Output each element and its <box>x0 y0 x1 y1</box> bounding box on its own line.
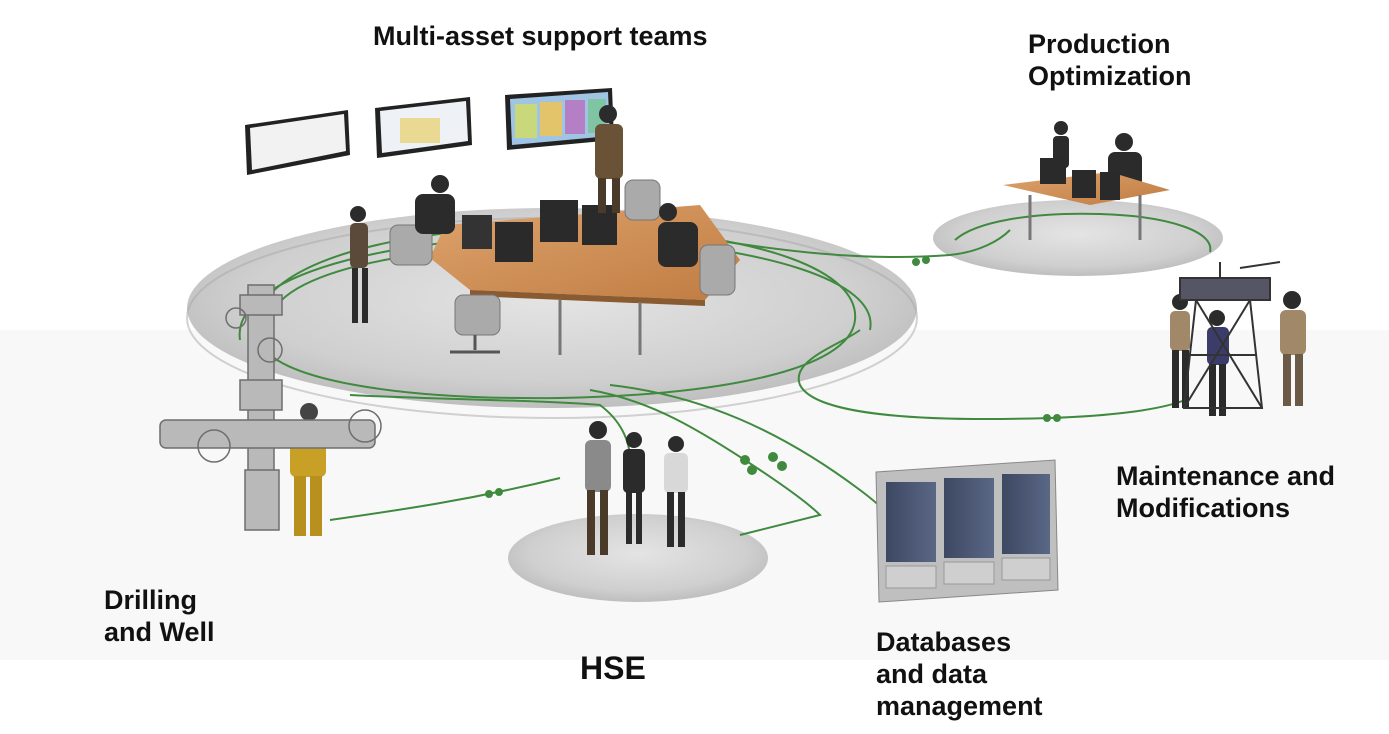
label-line: HSE <box>580 650 646 686</box>
label-line: Maintenance and <box>1116 461 1336 491</box>
production-platform <box>933 200 1223 276</box>
label-line: Drilling <box>104 585 197 615</box>
label-drilling-and-well: Drilling and Well <box>104 584 215 648</box>
rig-tower-icon <box>1179 261 1281 409</box>
label-line: Production <box>1028 29 1171 59</box>
label-line: management <box>876 691 1043 721</box>
label-line: and Well <box>104 617 215 647</box>
label-multi-asset-support-teams: Multi-asset support teams <box>373 20 708 52</box>
office-chair-icon <box>389 179 736 354</box>
label-production-optimization: Production Optimization <box>1028 28 1192 92</box>
label-maintenance-and-modifications: Maintenance and Modifications <box>1116 460 1335 524</box>
hse-platform <box>508 514 768 602</box>
server-rack-icon <box>875 459 1059 603</box>
label-line: Optimization <box>1028 61 1192 91</box>
person-icon <box>290 105 1306 555</box>
label-hse: HSE <box>580 652 646 684</box>
desk-icon <box>1003 158 1170 240</box>
wellhead-icon <box>159 284 382 531</box>
label-line: Multi-asset support teams <box>373 21 708 51</box>
label-line: Modifications <box>1116 493 1290 523</box>
screen-icon <box>245 88 614 175</box>
label-line: and data <box>876 659 988 689</box>
label-line: Databases <box>876 627 1012 657</box>
connector-icon <box>485 256 1061 498</box>
label-databases-and-data-management: Databases and data management <box>876 626 1043 722</box>
